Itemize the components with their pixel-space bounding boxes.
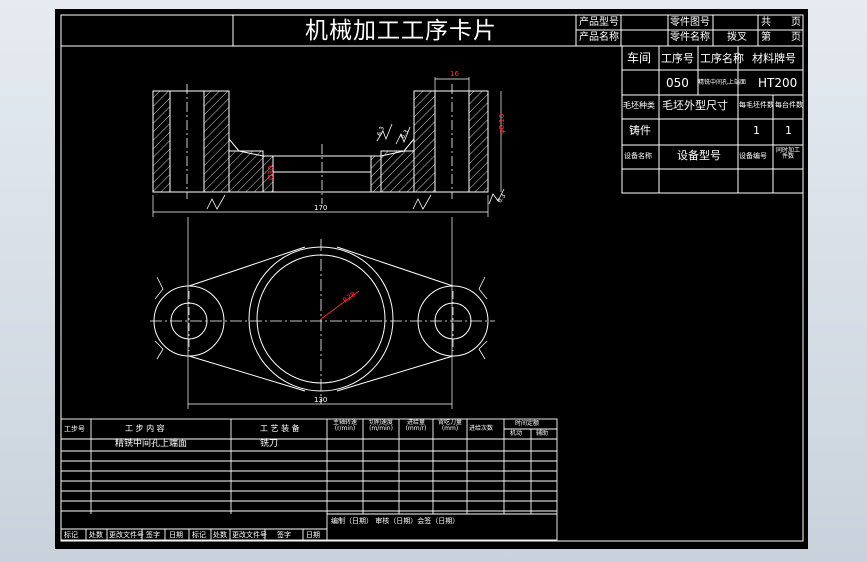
plan-view — [150, 217, 495, 409]
simultaneous-label: 同时加工件数 — [775, 147, 800, 160]
part-drawing-no-label: 零件图号 — [670, 17, 710, 28]
header-step-no: 工步号 — [64, 425, 85, 433]
total-page-label: 页 — [791, 17, 801, 28]
rev-count-1: 处数 — [89, 531, 103, 539]
steps-table-grid — [60, 418, 558, 541]
header-step-content: 工 步 内 容 — [125, 424, 165, 433]
equipment-model-label: 设备型号 — [677, 149, 721, 162]
dim-width-front: 170 — [314, 204, 328, 212]
part-name-label: 零件名称 — [670, 32, 710, 43]
front-section-view — [152, 77, 505, 217]
drawing-sheet: 机械加工工序卡片 产品型号 产品名称 零件图号 零件名称 拨叉 共 页 第 页 … — [55, 9, 808, 549]
header-depth: 背吃刀量 (mm) — [437, 419, 462, 432]
process-no-label: 工序号 — [661, 52, 694, 65]
blank-type-value: 铸件 — [629, 124, 651, 137]
rev-mark-1: 标记 — [64, 531, 78, 539]
rev-doc-1: 更改文件号 — [109, 531, 144, 539]
product-name-label: 产品名称 — [579, 32, 619, 43]
sheet-label: 第 — [761, 32, 771, 43]
step-equipment-cell: 铣刀 — [260, 439, 279, 449]
header-spindle-speed: 主轴转速 (r/min) — [332, 419, 357, 432]
header-cutting-speed: 切削速度 (m/min) — [368, 419, 393, 432]
header-aux-time: 辅助 — [536, 430, 549, 437]
sheet-border — [60, 14, 804, 542]
header-time-quota: 时间定额 — [515, 420, 540, 427]
process-name-value: 精铣中间孔上端面 — [698, 79, 747, 86]
blank-size-label: 毛坯外型尺寸 — [662, 99, 728, 112]
sign-row: 编制（日期） 审核（日期）会签（日期） — [331, 517, 460, 525]
parts-per-unit-label: 每台件数 — [775, 101, 803, 109]
equipment-no-label: 设备编号 — [739, 152, 767, 160]
rev-sign-1: 签字 — [146, 531, 160, 539]
rev-mark-2: 标记 — [192, 531, 206, 539]
dim-inner: Ø30 — [267, 165, 275, 180]
step-content-cell: 精铣中间孔上端面 — [115, 439, 188, 449]
material-label: 材料牌号 — [752, 52, 796, 65]
rev-doc-2: 更改文件号 — [232, 531, 267, 539]
sheet-page-label: 页 — [791, 32, 801, 43]
product-model-label: 产品型号 — [579, 17, 619, 28]
rev-sign-2: 签字 — [277, 531, 291, 539]
blank-type-label: 毛坯种类 — [623, 101, 655, 110]
rev-date-1: 日期 — [169, 531, 183, 539]
material-value: HT200 — [758, 76, 798, 90]
total-label: 共 — [761, 17, 771, 28]
parts-per-blank-label: 每毛坯件数 — [739, 101, 774, 109]
parts-per-blank-value: 1 — [753, 124, 760, 137]
process-name-label: 工序名称 — [700, 52, 744, 65]
rev-date-2: 日期 — [306, 531, 320, 539]
dim-width-plan: 130 — [314, 396, 328, 404]
card-title: 机械加工工序卡片 — [305, 18, 497, 44]
part-name-value: 拨叉 — [727, 32, 747, 43]
dim-top: 16 — [450, 70, 459, 78]
equipment-name-label: 设备名称 — [624, 152, 652, 160]
process-no-value: 050 — [666, 76, 689, 90]
header-equipment: 工 艺 装 备 — [260, 424, 300, 433]
cad-drawing — [60, 14, 804, 542]
header-feed: 进给量 (mm/r) — [405, 419, 427, 432]
workshop-label: 车间 — [627, 51, 652, 65]
rev-count-2: 处数 — [213, 531, 227, 539]
parts-per-unit-value: 1 — [785, 124, 792, 137]
dim-right: φ8.10 — [498, 113, 506, 134]
header-machine-time: 机动 — [510, 430, 523, 437]
header-passes: 进给次数 — [469, 425, 494, 432]
